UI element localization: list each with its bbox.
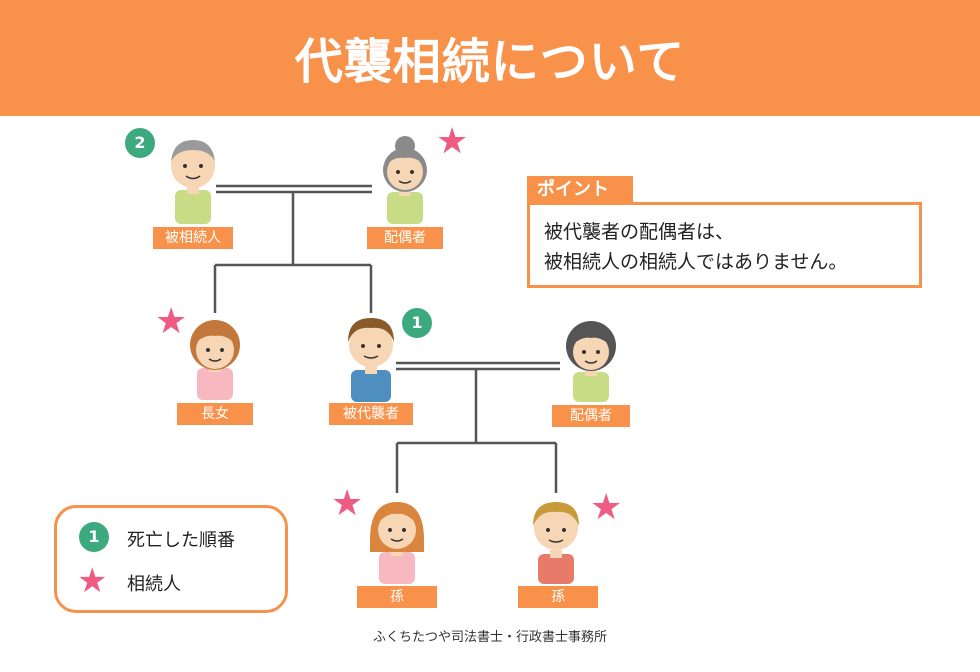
grandfather-illustration [171,140,215,224]
legend-death-order-text: 死亡した順番 [127,530,235,551]
descendant-lines-generation-2 [213,192,373,313]
marriage-line-grandparents [216,184,372,194]
grandmother-illustration [383,136,427,224]
heir-star-icon-grandmother: ★ [436,121,469,162]
legend-heir-text: 相続人 [127,574,181,595]
decedent-illustration [348,318,394,402]
spouse-illustration [566,321,616,402]
legend-box: 1 死亡した順番 ★ 相続人 [54,505,288,613]
grandchild-boy-illustration [533,502,579,584]
page-title: 代襲相続について [294,34,686,90]
descendant-lines-generation-3 [395,369,558,493]
legend-death-order-badge: 1 [79,522,109,552]
daughter-illustration [190,320,240,400]
point-line-2: 被相続人の相続人ではありません。 [544,251,848,273]
label-grandchild-girl: 孫 [357,586,437,608]
death-order-badge-grandfather: 2 [125,128,155,158]
legend-star-icon: ★ [77,561,108,601]
point-tab: ポイント [527,176,633,204]
label-spouse: 配偶者 [552,405,630,427]
footer-credit: ふくちたつや司法書士・行政書士事務所 [372,630,607,645]
label-grandmother: 配偶者 [367,227,443,249]
point-line-1: 被代襲者の配偶者は、 [544,221,735,243]
label-daughter: 長女 [177,403,253,425]
heir-star-icon-grandchild-boy: ★ [590,487,623,528]
grandchild-girl-illustration [370,502,424,584]
heir-star-icon-daughter: ★ [155,301,188,342]
marriage-line-decedent [396,361,560,371]
label-decedent: 被代襲者 [329,403,413,425]
label-grandchild-boy: 孫 [518,586,598,608]
label-grandfather: 被相続人 [153,227,233,249]
death-order-badge-decedent: 1 [402,308,432,338]
header-banner: 代襲相続について [0,0,980,116]
point-box: 被代襲者の配偶者は、 被相続人の相続人ではありません。 [527,202,922,288]
heir-star-icon-grandchild-girl: ★ [331,483,364,524]
